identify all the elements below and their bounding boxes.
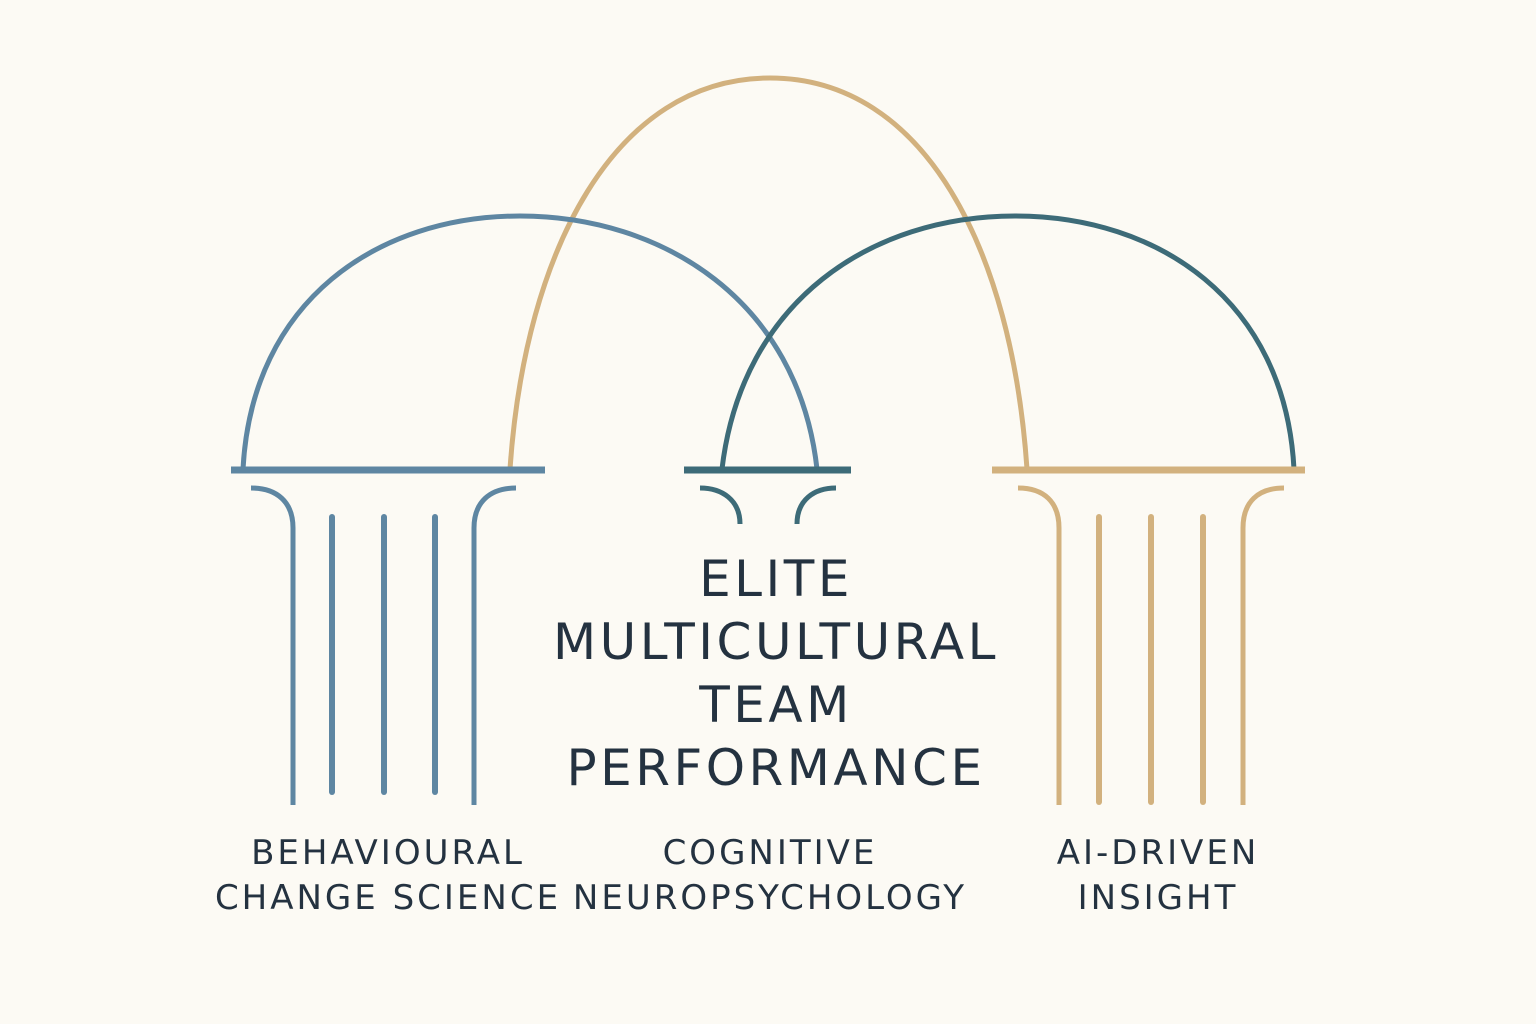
left-pillar-label: BEHAVIOURAL CHANGE SCIENCE — [188, 831, 588, 921]
pillar-label-line: CHANGE SCIENCE — [188, 876, 588, 921]
title-line: ELITE — [468, 548, 1084, 611]
pillar-label-line: AI-DRIVEN — [1008, 831, 1308, 876]
central-title: ELITE MULTICULTURAL TEAM PERFORMANCE — [468, 548, 1084, 800]
pillar-label-line: INSIGHT — [1008, 876, 1308, 921]
pillar-label-line: NEUROPSYCHOLOGY — [560, 876, 980, 921]
pillar-label-line: BEHAVIOURAL — [188, 831, 588, 876]
title-line: PERFORMANCE — [468, 737, 1084, 800]
gold-arch — [510, 78, 1027, 469]
pillar-label-line: COGNITIVE — [560, 831, 980, 876]
left-pillar-scroll-left — [251, 488, 293, 805]
right-pillar-scroll-right — [1243, 488, 1284, 805]
title-line: MULTICULTURAL — [468, 611, 1084, 674]
right-pillar-label: AI-DRIVEN INSIGHT — [1008, 831, 1308, 921]
middle-pillar-label: COGNITIVE NEUROPSYCHOLOGY — [560, 831, 980, 921]
middle-pillar-capital — [684, 470, 851, 524]
title-line: TEAM — [468, 674, 1084, 737]
middle-pillar-scroll-right — [797, 488, 836, 524]
middle-pillar-scroll-left — [700, 488, 740, 524]
